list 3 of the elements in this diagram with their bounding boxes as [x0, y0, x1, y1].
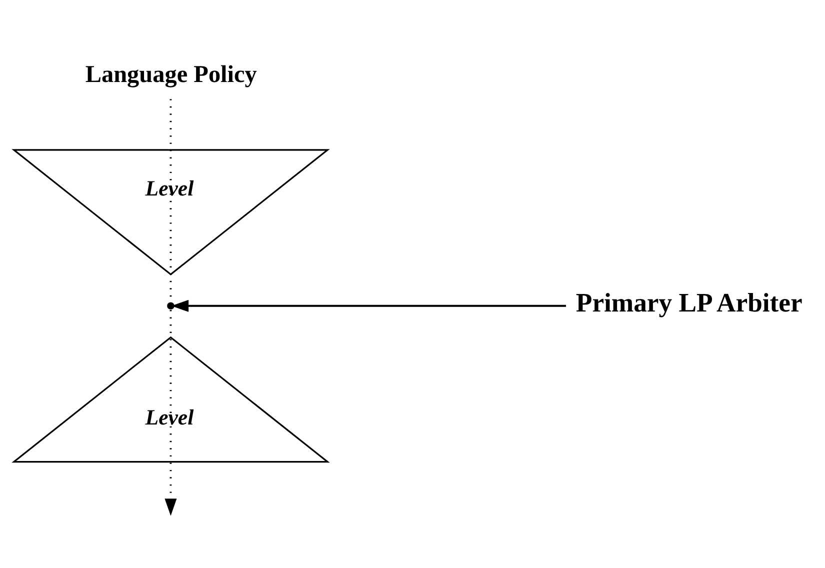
node-text: Language Policy	[84, 60, 256, 88]
node-text: Primary LP Arbiter	[575, 286, 802, 317]
arrow	[164, 98, 176, 516]
